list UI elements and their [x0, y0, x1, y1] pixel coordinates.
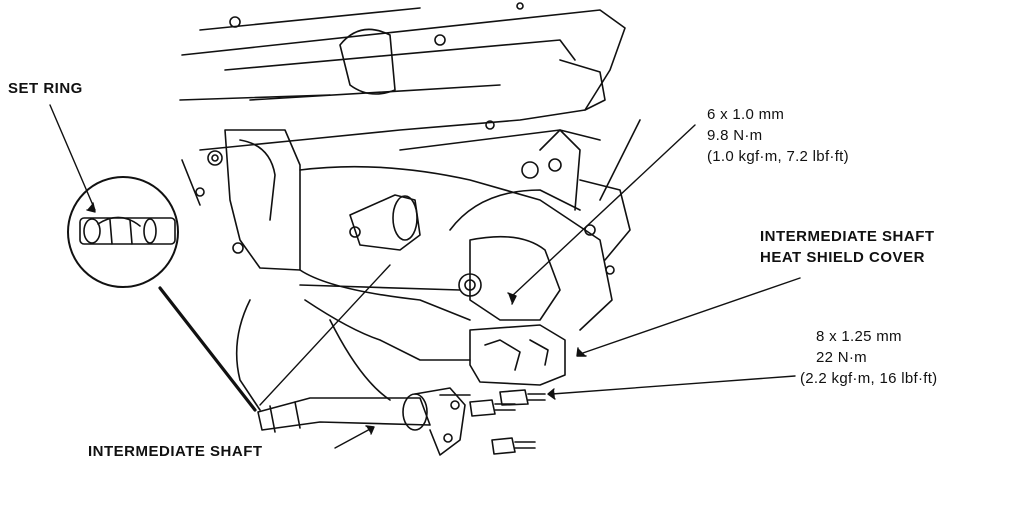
intermediate-shaft-label: INTERMEDIATE SHAFT — [88, 443, 263, 460]
bolt-large-size: 8 x 1.25 mm — [816, 328, 902, 345]
engine-mount-left — [181, 129, 301, 271]
leader-lines — [49, 104, 801, 449]
heat-shield-cover — [469, 324, 566, 386]
center-component — [349, 194, 421, 251]
callout-bolt-6x1.0: 6 x 1.0 mm 9.8 N·m (1.0 kgf·m, 7.2 lbf·f… — [707, 104, 849, 167]
heat-shield-line1: INTERMEDIATE SHAFT — [760, 228, 935, 245]
bolt-small-torque: 9.8 N·m — [707, 127, 763, 144]
set-ring-label: SET RING — [8, 80, 83, 97]
label-intermediate-shaft: INTERMEDIATE SHAFT — [88, 441, 263, 462]
callout-bolt-8x1.25: 8 x 1.25 mm 22 N·m (2.2 kgf·m, 16 lbf·ft… — [800, 326, 937, 389]
callout-heat-shield-cover: INTERMEDIATE SHAFT HEAT SHIELD COVER — [760, 226, 935, 268]
upper-frame — [179, 2, 626, 151]
bolt-large-torque-alt: (2.2 kgf·m, 16 lbf·ft) — [800, 370, 938, 387]
set-ring-detail — [67, 176, 179, 288]
heat-shield-line2: HEAT SHIELD COVER — [760, 249, 925, 266]
label-set-ring: SET RING — [8, 78, 83, 99]
bolt-small-torque-alt: (1.0 kgf·m, 7.2 lbf·ft) — [707, 148, 849, 165]
intermediate-shaft-drawing — [257, 387, 471, 456]
bolt-large-torque: 22 N·m — [816, 349, 867, 366]
transmission-housing — [235, 165, 613, 411]
steering-gearbox — [449, 119, 641, 321]
bolt-small-size: 6 x 1.0 mm — [707, 106, 785, 123]
bolt-8x1.25-set — [469, 389, 546, 455]
